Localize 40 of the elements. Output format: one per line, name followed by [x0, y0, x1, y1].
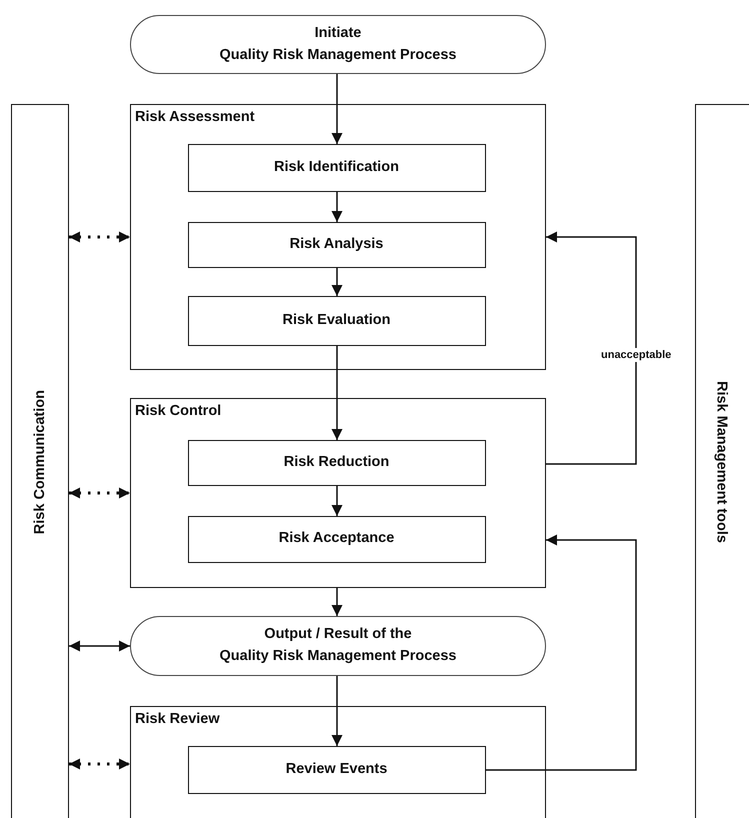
edge-label: unacceptable [601, 348, 672, 362]
dotted-arrow [69, 758, 130, 770]
process-label: Risk Reduction [284, 452, 390, 472]
arrow [332, 346, 342, 440]
arrow [332, 588, 342, 616]
process-box [188, 144, 486, 192]
process-label: Risk Analysis [290, 234, 384, 254]
arrow [332, 192, 342, 222]
dotted-arrow [69, 488, 130, 498]
process-label: Risk Evaluation [282, 310, 390, 330]
terminal-label: Initiate [314, 24, 362, 43]
arrow [486, 534, 637, 771]
process-label: Review Events [286, 760, 388, 779]
arrow [332, 676, 342, 746]
terminal-label: Quality Risk Management Process [220, 46, 456, 64]
arrow [332, 268, 342, 296]
side-label: Risk Management tools [714, 381, 730, 543]
group-heading: Risk Assessment [135, 109, 255, 125]
terminal-label: Quality Risk Management Process [220, 647, 456, 666]
group-box [130, 706, 546, 818]
process-label: Risk Acceptance [278, 529, 394, 548]
arrow [332, 486, 342, 516]
process-label: Risk Identification [274, 158, 399, 177]
side-bar [11, 104, 69, 818]
dotted-arrow [69, 232, 130, 242]
process-box [188, 296, 486, 346]
arrow [332, 74, 342, 144]
side-bar [695, 104, 749, 818]
process-box [188, 222, 486, 268]
process-box [188, 746, 486, 794]
arrow [546, 232, 637, 465]
terminal-label: Output / Result of the [264, 625, 412, 644]
group-box [130, 104, 546, 370]
group-box [130, 398, 546, 588]
group-heading: Risk Review [135, 711, 220, 727]
arrow [69, 640, 130, 652]
process-box [188, 516, 486, 562]
group-heading: Risk Control [135, 403, 222, 419]
side-label: Risk Communication [32, 390, 48, 534]
process-box [188, 440, 486, 486]
